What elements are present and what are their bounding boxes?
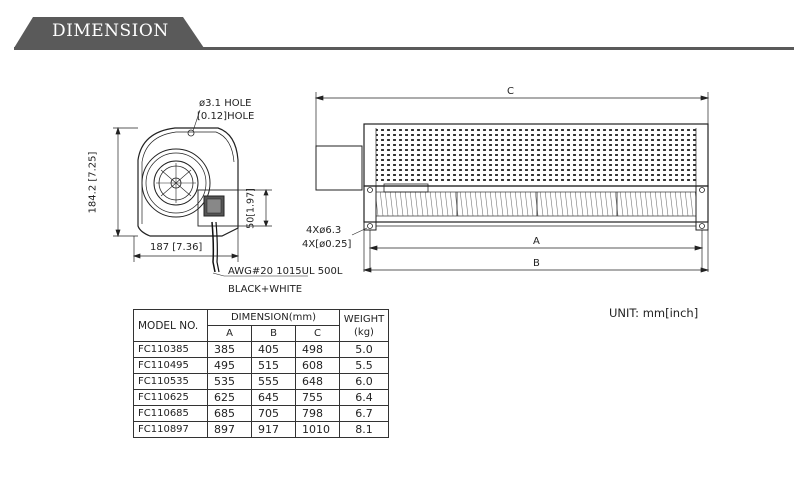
front-view-fan xyxy=(315,123,709,236)
model-header: MODEL NO. xyxy=(133,309,208,342)
weight-cell: 6.7 xyxy=(339,405,389,422)
section-title: DIMENSION xyxy=(52,21,169,41)
weight-header-line1: WEIGHT xyxy=(343,313,385,325)
weight-cell: 5.5 xyxy=(339,357,389,374)
table-row: FC110625 625 645 755 6.4 xyxy=(133,389,389,406)
c-cell: 648 xyxy=(295,373,340,390)
column-b-header: B xyxy=(251,325,296,342)
a-cell: 625 xyxy=(207,389,252,406)
weight-cell: 5.0 xyxy=(339,341,389,358)
width-dimension-label: 187 [7.36] xyxy=(150,242,203,253)
header-tab-shape xyxy=(14,17,794,50)
c-cell: 1010 xyxy=(295,421,340,438)
mount-hole-label-inch: 4X[ø0.25] xyxy=(302,239,352,250)
model-cell: FC110897 xyxy=(133,421,208,438)
weight-header-line2: (kg) xyxy=(354,326,374,338)
a-cell: 385 xyxy=(207,341,252,358)
side-view-blower xyxy=(137,109,308,277)
weight-header: WEIGHT (kg) xyxy=(339,309,389,342)
front-view-dimensions xyxy=(314,92,710,273)
model-cell: FC110385 xyxy=(133,341,208,358)
dimension-a-label: A xyxy=(533,236,540,247)
dimension-b-label: B xyxy=(533,258,540,269)
table-row: FC110535 535 555 648 6.0 xyxy=(133,373,389,390)
dimension-table: MODEL NO. DIMENSION(mm) WEIGHT (kg) A B … xyxy=(133,309,389,438)
mount-hole-label-mm: 4Xø6.3 xyxy=(306,225,342,236)
model-cell: FC110535 xyxy=(133,373,208,390)
wire-color-label: BLACK+WHITE xyxy=(228,284,303,295)
wire-spec-label: AWG#20 1015UL 500L xyxy=(228,266,343,277)
side-view-dimensions xyxy=(113,126,272,262)
column-a-header: A xyxy=(207,325,252,342)
dimension-header: DIMENSION(mm) xyxy=(207,309,340,326)
weight-cell: 8.1 xyxy=(339,421,389,438)
c-cell: 498 xyxy=(295,341,340,358)
b-cell: 645 xyxy=(251,389,296,406)
c-cell: 608 xyxy=(295,357,340,374)
model-cell: FC110625 xyxy=(133,389,208,406)
a-cell: 685 xyxy=(207,405,252,422)
unit-note: UNIT: mm[inch] xyxy=(609,306,699,320)
model-cell: FC110495 xyxy=(133,357,208,374)
b-cell: 405 xyxy=(251,341,296,358)
weight-cell: 6.4 xyxy=(339,389,389,406)
hole-label-mm: ø3.1 HOLE xyxy=(199,98,252,109)
c-cell: 798 xyxy=(295,405,340,422)
a-cell: 897 xyxy=(207,421,252,438)
outlet-dimension-label: 50[1.97] xyxy=(245,188,257,229)
a-cell: 495 xyxy=(207,357,252,374)
table-row: FC110685 685 705 798 6.7 xyxy=(133,405,389,422)
model-cell: FC110685 xyxy=(133,405,208,422)
table-row: FC110897 897 917 1010 8.1 xyxy=(133,421,389,438)
b-cell: 705 xyxy=(251,405,296,422)
table-row: FC110495 495 515 608 5.5 xyxy=(133,357,389,374)
dimension-c-label: C xyxy=(507,86,514,97)
a-cell: 535 xyxy=(207,373,252,390)
table-row: FC110385 385 405 498 5.0 xyxy=(133,341,389,358)
b-cell: 917 xyxy=(251,421,296,438)
section-header: DIMENSION xyxy=(0,0,810,52)
hole-label-inch: [0.12]HOLE xyxy=(197,111,255,122)
height-dimension-label: 184.2 [7.25] xyxy=(87,151,99,214)
c-cell: 755 xyxy=(295,389,340,406)
column-c-header: C xyxy=(295,325,340,342)
weight-cell: 6.0 xyxy=(339,373,389,390)
b-cell: 515 xyxy=(251,357,296,374)
b-cell: 555 xyxy=(251,373,296,390)
